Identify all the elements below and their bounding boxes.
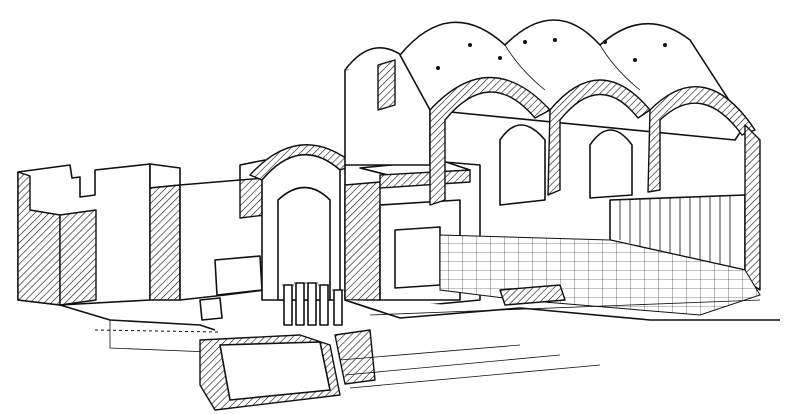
- column-row: [282, 282, 344, 326]
- vault-vent-dots: [436, 38, 667, 70]
- main-vaulted-hall: [399, 19, 761, 316]
- front-ground-line: [344, 284, 780, 321]
- upper-back-wall: [344, 47, 431, 166]
- middle-hall: [344, 159, 481, 311]
- central-vaulted-chamber: [179, 144, 356, 326]
- foundation-section: [199, 329, 601, 411]
